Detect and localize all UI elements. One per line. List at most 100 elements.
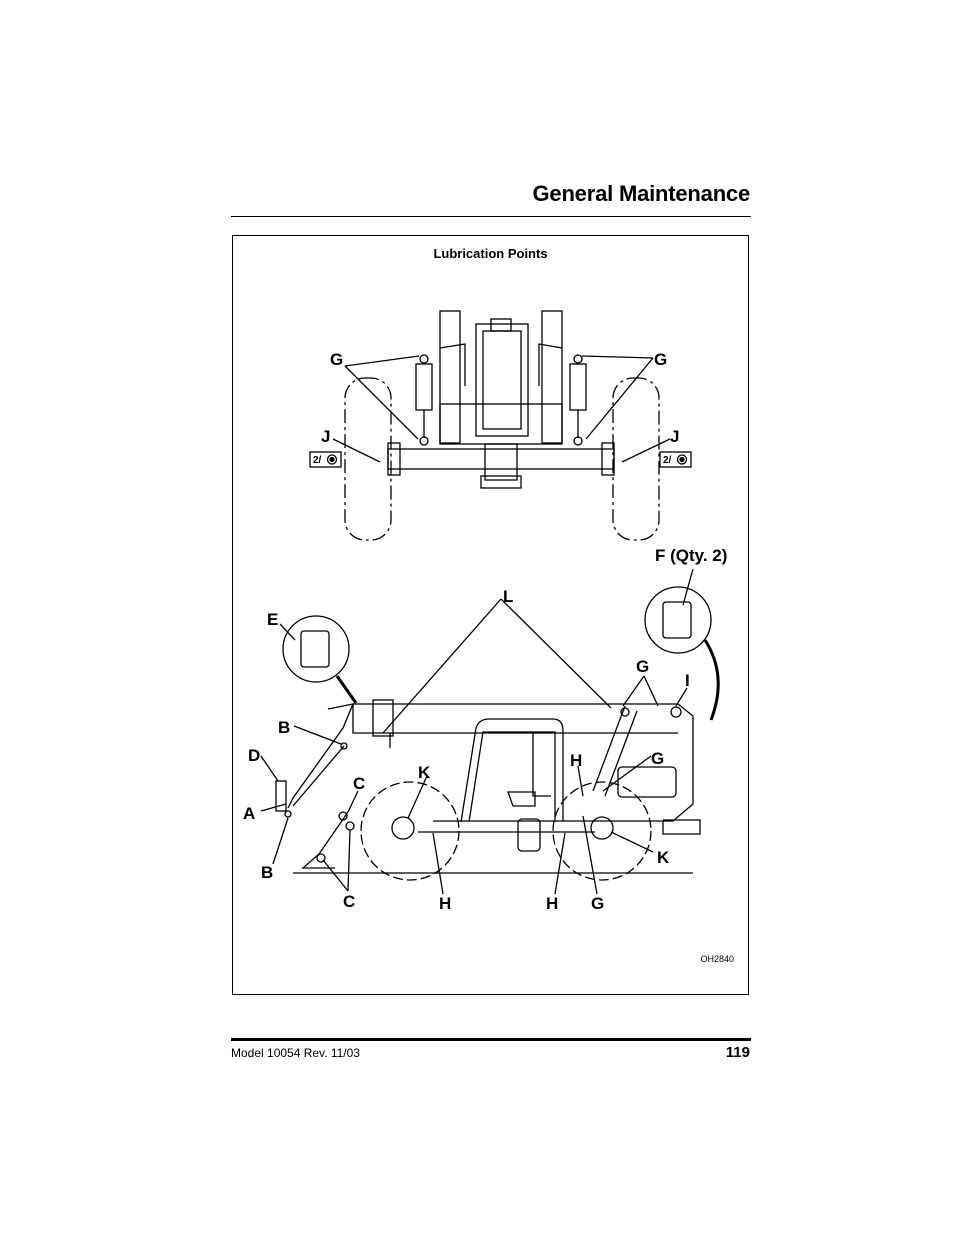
callout-k-left: K [418,763,431,782]
callout-g-top-left: G [330,350,343,369]
boom-tip [372,699,394,737]
hitch [484,443,518,481]
leader-g-mid [602,755,652,792]
right-cylinder [569,363,587,411]
leader-c-upper [347,790,359,813]
callout-d: D [248,746,260,765]
callout-f-qty: F (Qty. 2) [655,546,727,565]
rear-axle [387,448,615,470]
operator-seat [507,791,536,807]
cab-inner [468,731,556,823]
right-cylinder-bottom-pin [573,436,583,446]
section-title: General Maintenance [532,181,751,206]
link-pin-mid [345,821,355,831]
rear-wheel-outline [552,781,652,881]
leader-h-upper [577,765,584,797]
rear-wheel-hub [590,816,614,840]
callout-c-upper: C [353,774,365,793]
page-number: 119 [725,1044,750,1061]
lift-cylinder [592,705,638,797]
left-tire-outline [344,377,392,541]
callout-qty-left: 2/ [313,455,322,466]
front-wheel-hub [391,816,415,840]
callout-b-upper: B [278,718,290,737]
hitch-plate [480,475,522,489]
tilt-pin-upper [340,742,348,750]
qty-box-right [659,451,692,468]
callout-g-top-right: G [654,350,667,369]
callout-j-right: J [670,427,679,446]
right-tire-outline [612,377,660,541]
leader-e [279,623,296,641]
boom-head [490,318,512,332]
callout-c-lower: C [343,892,355,911]
leader-g-top-left [344,355,420,440]
grease-symbol-right-dot [679,456,685,463]
boom [352,703,694,804]
fork-carriage [287,703,355,809]
detail-circle-e [282,615,350,683]
leader-k-left [407,775,428,819]
figure-box: Lubrication Points [232,235,749,995]
grease-symbol-left-dot [329,456,335,463]
callout-b-lower: B [261,863,273,882]
axle-left-hub [387,442,401,476]
grease-symbol-left [326,454,338,465]
detail-e-hub [300,630,330,668]
grease-symbol-right [676,454,688,465]
leader-h-lower-right [554,832,566,895]
leader-j-left [332,438,381,463]
top-view-drawing [309,310,692,541]
side-view-drawing [260,568,720,895]
frame-column-right [541,310,563,444]
callout-g-boom: G [636,657,649,676]
cross-plate [439,403,563,445]
axle-right-hub [601,442,615,476]
boom-inner [482,330,522,430]
lift-cylinder-top-pin [620,707,630,717]
boom-pivot-pin [670,706,682,718]
header-rule [231,216,751,217]
link-pin-lower [316,853,326,863]
detail-circle-f [644,586,712,654]
callout-g-mid: G [651,749,664,768]
leader-i [675,687,688,707]
callout-j-left: J [321,427,330,446]
leader-c-lower [322,829,351,892]
chassis [433,803,701,835]
left-cylinder-bottom-pin [419,436,429,446]
footer-rule [231,1038,751,1041]
callout-qty-right: 2/ [663,455,672,466]
compensation-link [301,811,349,869]
frame-column-left [439,310,461,444]
callout-h-lower-left: H [439,894,451,913]
lubrication-diagram: G G J J 2/ 2/ F (Qty. 2) L E G I B D A B… [243,310,727,913]
callout-h-lower-right: H [546,894,558,913]
link-pin-upper [338,811,348,821]
transmission [517,818,541,852]
callout-g-lower: G [591,894,604,913]
leader-g-lower [582,815,598,895]
callout-h-upper: H [570,751,582,770]
figure-code: OH2840 [700,954,734,964]
leader-f [682,568,694,606]
callout-l: L [503,587,513,606]
tilt-cylinder [292,745,345,807]
cab-door [532,732,551,797]
figure-caption: Lubrication Points [433,246,548,261]
detail-f-hub [662,601,692,639]
leader-g-top-right [581,355,654,440]
detail-f-connector [703,639,720,721]
leader-d [260,755,279,782]
leader-g-boom [622,675,659,707]
right-cylinder-top-pin [573,354,583,364]
footer-model-rev: Model 10054 Rev. 11/03 [231,1046,360,1060]
upper-housing [439,343,563,386]
leader-a [260,803,287,812]
leader-k-right [610,831,654,853]
callout-k-right: K [657,848,670,867]
callout-e: E [267,610,278,629]
cab-frame [460,718,564,823]
chassis-window [617,766,677,798]
qty-box-left [309,451,342,468]
